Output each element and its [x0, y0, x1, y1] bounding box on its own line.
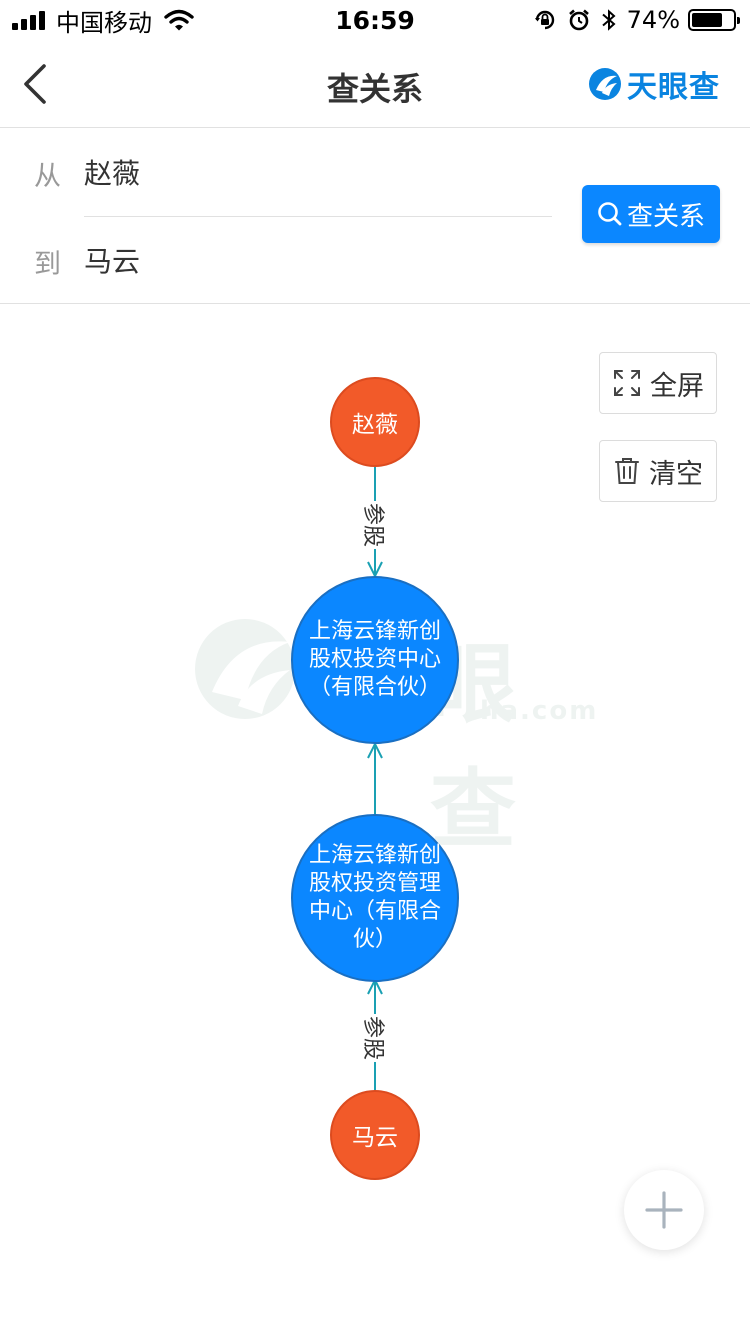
- edge-label-1: 参股: [359, 500, 392, 550]
- field-divider: [84, 216, 552, 217]
- nav-bar: 查关系 天眼查: [0, 40, 750, 128]
- node-person-zhao-wei[interactable]: 赵薇: [330, 377, 420, 467]
- search-relation-button[interactable]: 查关系: [582, 185, 720, 243]
- battery-percent: 74%: [626, 6, 680, 34]
- watermark-logo-icon: [195, 619, 295, 719]
- add-button[interactable]: [624, 1170, 704, 1250]
- fullscreen-button[interactable]: 全屏: [599, 352, 717, 414]
- chevron-left-icon: [24, 64, 46, 104]
- wifi-icon: [164, 9, 194, 31]
- edge-label-2: 参股: [359, 1013, 392, 1063]
- rotation-lock-icon: [533, 8, 557, 32]
- status-left: 中国移动: [12, 6, 194, 37]
- watermark-domain: ha.com: [480, 696, 599, 726]
- to-field[interactable]: 到 马云: [0, 216, 560, 304]
- status-right: 74%: [523, 6, 740, 34]
- brand-name: 天眼查: [627, 70, 720, 105]
- trash-icon: [613, 456, 641, 486]
- relation-graph[interactable]: 眼查 ha.com 参股 参股 赵薇 上海云锋新创股权投资中心（有限合伙） 上海…: [0, 304, 750, 1334]
- status-bar: 中国移动 16:59: [0, 0, 750, 40]
- relation-search-form: 从 赵薇 到 马云 查关系: [0, 128, 750, 304]
- node-company-2[interactable]: 上海云锋新创股权投资管理中心（有限合伙）: [291, 814, 459, 982]
- from-field[interactable]: 从 赵薇: [0, 128, 560, 216]
- expand-icon: [612, 368, 642, 398]
- to-input[interactable]: 马云: [84, 245, 141, 278]
- node-label: 上海云锋新创股权投资中心（有限合伙）: [308, 619, 441, 700]
- node-label: 赵薇: [352, 412, 398, 438]
- brand-logo: 天眼查: [587, 64, 720, 105]
- carrier-name: 中国移动: [56, 8, 152, 37]
- page-title: 查关系: [326, 70, 423, 108]
- tianyancha-logo-icon: [589, 68, 621, 100]
- edge-arrow-2: [367, 741, 383, 759]
- signal-icon: [12, 10, 48, 30]
- from-input[interactable]: 赵薇: [84, 157, 141, 190]
- node-label: 马云: [352, 1125, 398, 1151]
- clear-button[interactable]: 清空: [599, 440, 717, 502]
- node-label: 上海云锋新创股权投资管理中心（有限合伙）: [308, 843, 441, 952]
- alarm-icon: [567, 8, 591, 32]
- from-label: 从: [34, 161, 61, 192]
- fullscreen-label: 全屏: [650, 370, 704, 402]
- clear-label: 清空: [649, 458, 703, 490]
- node-company-1[interactable]: 上海云锋新创股权投资中心（有限合伙）: [291, 576, 459, 744]
- to-label: 到: [34, 249, 61, 280]
- bluetooth-icon: [601, 8, 617, 32]
- battery-icon: [688, 9, 740, 31]
- status-time: 16:59: [335, 6, 415, 35]
- search-button-label: 查关系: [626, 201, 705, 232]
- node-person-ma-yun[interactable]: 马云: [330, 1090, 420, 1180]
- search-icon: [597, 201, 623, 227]
- back-button[interactable]: [20, 62, 60, 106]
- plus-icon: [645, 1191, 683, 1229]
